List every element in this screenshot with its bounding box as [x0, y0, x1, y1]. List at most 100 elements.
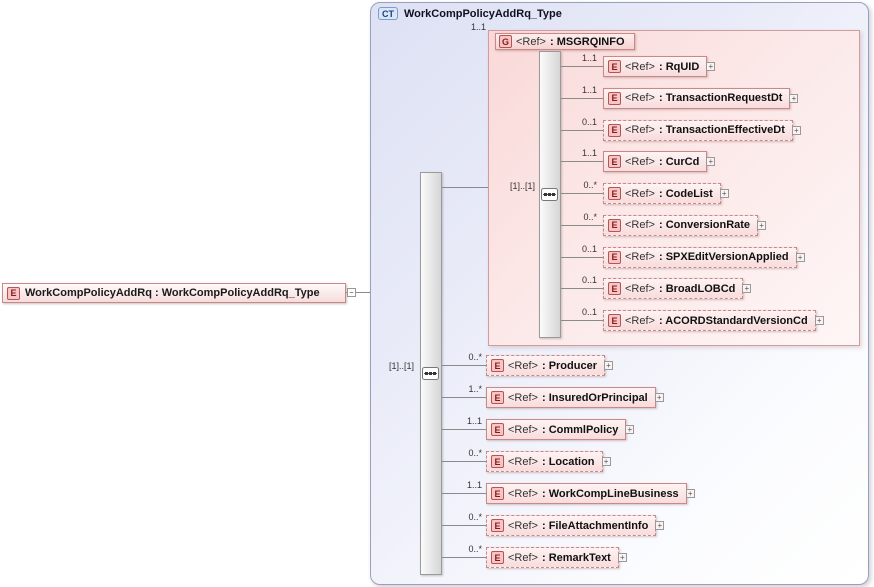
element-box[interactable]: E<Ref>: CommlPolicy — [486, 419, 627, 440]
element-box[interactable]: E<Ref>: ConversionRate — [603, 214, 759, 236]
group-header[interactable]: G <Ref> : MSGRQINFO — [495, 33, 635, 50]
element-badge: E — [491, 455, 504, 468]
connector-line — [442, 493, 486, 494]
sequence-cardinality-label: [1]..[1] — [388, 361, 414, 371]
element-box[interactable]: E<Ref>: FileAttachmentInfo — [486, 515, 657, 536]
element-box[interactable]: E<Ref>: Producer — [486, 355, 605, 376]
element-name: : TransactionEffectiveDt — [658, 124, 785, 136]
element-ref: <Ref> — [508, 551, 538, 564]
element-badge: E — [608, 282, 621, 296]
expand-icon[interactable]: + — [814, 316, 824, 325]
cardinality-label: 1..1 — [581, 84, 597, 95]
element-ref: <Ref> — [508, 487, 538, 500]
element-ref: <Ref> — [508, 519, 538, 532]
connector-line — [561, 161, 603, 163]
element-box[interactable]: E<Ref>: CodeList — [603, 183, 721, 204]
element-badge: E — [491, 487, 504, 500]
element-box[interactable]: E <Ref>: BroadLOBCd — [603, 278, 744, 300]
connector-line — [561, 66, 603, 67]
element-row: 1..1 E<Ref>: RqUID+ — [561, 53, 824, 77]
element-box[interactable]: E<Ref>: InsuredOrPrincipal — [486, 387, 656, 408]
cardinality-label: 0..1 — [581, 275, 597, 286]
element-name: : TransactionRequestDt — [658, 92, 783, 105]
expand-icon[interactable]: + — [617, 553, 627, 562]
expand-icon[interactable]: + — [789, 93, 799, 103]
element-row: 0..* E<Ref>: FileAttachmentInfo+ — [442, 512, 695, 536]
element-ref: <Ref> — [508, 455, 538, 468]
sequence-icon[interactable] — [422, 367, 439, 380]
element-ref: <Ref> — [625, 219, 655, 232]
element-box[interactable]: E<Ref>: RqUID — [603, 56, 708, 77]
element-row: 0..*E<Ref>: Producer+ — [442, 352, 695, 376]
cardinality-label: 0..1 — [581, 116, 597, 127]
sequence-icon[interactable] — [541, 188, 558, 201]
expand-icon[interactable]: + — [655, 521, 665, 530]
expand-icon[interactable]: + — [791, 125, 801, 135]
complex-type-title: WorkCompPolicyAddRq_Type — [404, 7, 562, 20]
expand-icon[interactable]: + — [654, 393, 664, 402]
root-element-label: WorkCompPolicyAddRq : WorkCompPolicyAddR… — [25, 287, 320, 299]
element-name: : RqUID — [658, 60, 700, 73]
connector-line — [442, 525, 486, 526]
cardinality-label: 1..1 — [466, 416, 482, 426]
element-box[interactable]: E<Ref>: ACORDStandardVersionCd — [603, 310, 816, 331]
element-box[interactable]: E<Ref>: WorkCompLineBusiness — [486, 483, 687, 504]
element-name: : BroadLOBCd — [658, 282, 736, 295]
expand-icon[interactable]: + — [706, 157, 716, 167]
connector-line — [561, 256, 603, 258]
element-row: 1..*E<Ref>: InsuredOrPrincipal+ — [442, 384, 695, 408]
connector-line — [561, 129, 603, 131]
element-name: : SPXEditVersionApplied — [658, 251, 789, 263]
cardinality-label: 0..* — [468, 512, 482, 522]
root-element-box[interactable]: E WorkCompPolicyAddRq : WorkCompPolicyAd… — [2, 283, 346, 303]
connector-line — [442, 429, 486, 430]
element-box[interactable]: E <Ref>: TransactionEffectiveDt — [603, 119, 793, 141]
connector-line — [442, 365, 486, 366]
collapse-icon[interactable]: − — [347, 288, 356, 297]
type-element-list: 0..*E<Ref>: Producer+1..*E<Ref>: Insured… — [442, 352, 695, 568]
expand-icon[interactable]: + — [742, 284, 752, 294]
element-name: : RemarkText — [541, 551, 611, 564]
element-name: : CommlPolicy — [541, 423, 619, 436]
element-badge: E — [491, 423, 504, 436]
element-box[interactable]: E <Ref>: Location — [486, 451, 603, 472]
expand-icon[interactable]: + — [601, 457, 611, 466]
expand-icon[interactable]: + — [685, 489, 695, 498]
connector-line — [442, 461, 486, 462]
expand-icon[interactable]: + — [795, 252, 805, 262]
connector-line — [561, 288, 603, 290]
complex-type-header[interactable]: CT WorkCompPolicyAddRq_Type — [378, 7, 562, 20]
expand-icon[interactable]: + — [719, 189, 729, 198]
element-name: : Producer — [541, 359, 597, 372]
element-badge: E — [608, 60, 621, 73]
element-ref: <Ref> — [625, 282, 655, 295]
connector-line — [442, 397, 486, 398]
connector-line — [442, 187, 488, 188]
element-badge: E — [608, 123, 621, 137]
expand-icon[interactable]: + — [603, 361, 613, 370]
expand-icon[interactable]: + — [757, 220, 767, 230]
cardinality-label: 1..1 — [581, 53, 597, 63]
element-row: 0..* E<Ref>: CodeList+ — [561, 180, 824, 204]
complex-type-badge: CT — [378, 7, 398, 20]
cardinality-label: 1..1 — [466, 480, 482, 490]
element-box[interactable]: E <Ref>: SPXEditVersionApplied — [603, 246, 797, 268]
element-badge: E — [608, 250, 621, 264]
group-name: : MSGRQINFO — [549, 35, 625, 48]
element-name: : Location — [541, 455, 595, 468]
element-ref: <Ref> — [625, 187, 655, 200]
element-ref: <Ref> — [625, 124, 655, 136]
expand-icon[interactable]: + — [706, 62, 716, 71]
cardinality-label: 0..* — [583, 180, 597, 190]
element-box[interactable]: E<Ref>: CurCd — [603, 151, 708, 173]
element-box[interactable]: E<Ref>: RemarkText — [486, 547, 619, 568]
element-ref: <Ref> — [625, 251, 655, 263]
expand-icon[interactable]: + — [625, 425, 635, 434]
connector-line — [561, 97, 603, 99]
element-box[interactable]: E<Ref>: TransactionRequestDt — [603, 87, 791, 109]
